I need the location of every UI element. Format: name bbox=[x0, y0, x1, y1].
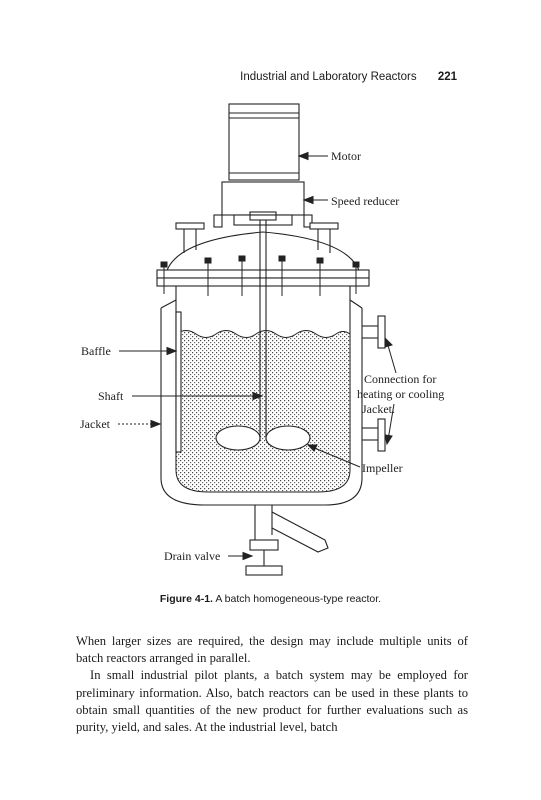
page-number: 221 bbox=[437, 71, 457, 83]
label-baffle: Baffle bbox=[81, 344, 111, 358]
body-text: When larger sizes are required, the desi… bbox=[76, 633, 468, 736]
running-header: Industrial and Laboratory Reactors 221 bbox=[240, 71, 457, 83]
figure-caption: Figure 4-1. A batch homogeneous-type rea… bbox=[0, 593, 541, 605]
jacket-shell bbox=[160, 308, 363, 506]
flange bbox=[156, 269, 370, 287]
label-shaft: Shaft bbox=[98, 389, 124, 403]
paragraph-2: In small industrial pilot plants, a batc… bbox=[76, 668, 468, 735]
running-header-title: Industrial and Laboratory Reactors bbox=[240, 71, 417, 83]
label-speed-reducer: Speed reducer bbox=[331, 194, 399, 208]
label-impeller: Impeller bbox=[362, 461, 403, 475]
paragraph-1: When larger sizes are required, the desi… bbox=[76, 634, 468, 666]
drain-outlet bbox=[245, 505, 329, 576]
vessel-head bbox=[164, 231, 362, 279]
label-drain-valve: Drain valve bbox=[164, 549, 220, 563]
label-connection-line-3: Jacket. bbox=[362, 402, 395, 416]
label-jacket: Jacket bbox=[80, 417, 111, 431]
label-connection-line-2: heating or cooling bbox=[357, 387, 444, 401]
baffle bbox=[175, 311, 182, 453]
label-motor: Motor bbox=[331, 149, 361, 163]
figure-caption-text: A batch homogeneous-type reactor. bbox=[215, 593, 382, 605]
speed-reducer bbox=[213, 181, 313, 228]
shaft bbox=[259, 220, 267, 440]
label-connection-line-1: Connection for bbox=[364, 372, 436, 386]
figure-number: Figure 4-1. bbox=[159, 593, 213, 605]
reactor-diagram: Motor Speed reducer Baffle Shaft Jacket … bbox=[80, 103, 444, 576]
reaction-liquid bbox=[175, 330, 351, 493]
flange-bolts bbox=[160, 255, 360, 296]
impeller bbox=[215, 425, 311, 451]
motor bbox=[228, 103, 300, 181]
top-nozzles bbox=[175, 222, 339, 253]
